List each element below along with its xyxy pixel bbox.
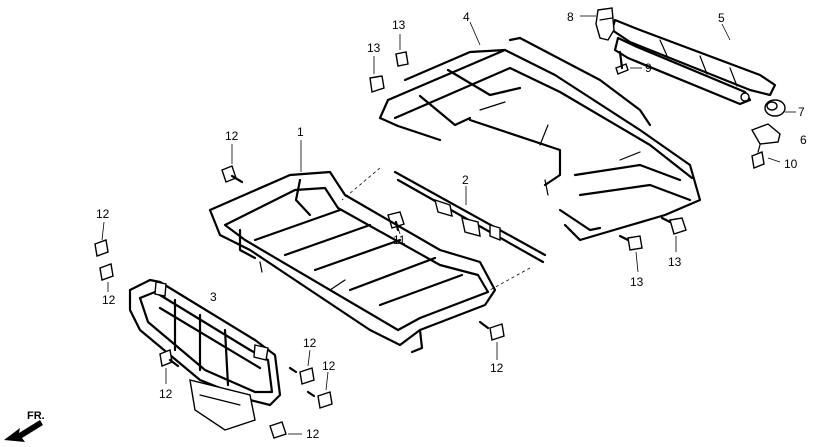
- bolt-part-10: [751, 144, 765, 169]
- callout-12: 12: [306, 427, 320, 441]
- callout-12: 12: [322, 359, 336, 373]
- front-direction-arrow-icon: [4, 420, 43, 442]
- callout-13: 13: [668, 255, 682, 269]
- callout-7: 7: [798, 105, 805, 119]
- callout-13: 13: [630, 275, 644, 289]
- callout-8: 8: [567, 10, 574, 24]
- pipe-part-2: [341, 167, 547, 291]
- side-rail-bracket: [610, 18, 777, 106]
- callout-12: 12: [96, 207, 110, 221]
- bolts-part-12: [94, 165, 505, 439]
- callout-6: 6: [800, 133, 807, 147]
- callout-4: 4: [463, 10, 470, 24]
- callout-12: 12: [225, 129, 239, 143]
- callout-12: 12: [102, 293, 116, 307]
- callout-13: 13: [392, 18, 406, 32]
- callout-3: 3: [210, 290, 217, 304]
- rear-carrier: [378, 36, 702, 242]
- callout-5: 5: [718, 11, 725, 25]
- clamp-part-8: [595, 7, 615, 41]
- callout-10: 10: [784, 157, 798, 171]
- front-carrier: [208, 170, 497, 354]
- bolts-part-13: [369, 51, 687, 251]
- callout-11: 11: [393, 233, 406, 247]
- leader-lines: [101, 15, 796, 435]
- callout-12: 12: [490, 361, 504, 375]
- callout-12: 12: [159, 387, 173, 401]
- callout-1: 1: [297, 125, 304, 139]
- callout-2: 2: [462, 173, 469, 187]
- collar-part-7: [764, 99, 786, 117]
- callout-9: 9: [645, 61, 652, 75]
- callout-12: 12: [303, 336, 317, 350]
- bolt-part-9: [615, 50, 629, 75]
- rubber-part-6: [750, 123, 781, 145]
- callout-13: 13: [367, 41, 381, 55]
- front-guard: [128, 278, 282, 431]
- direction-label: FR.: [27, 410, 45, 422]
